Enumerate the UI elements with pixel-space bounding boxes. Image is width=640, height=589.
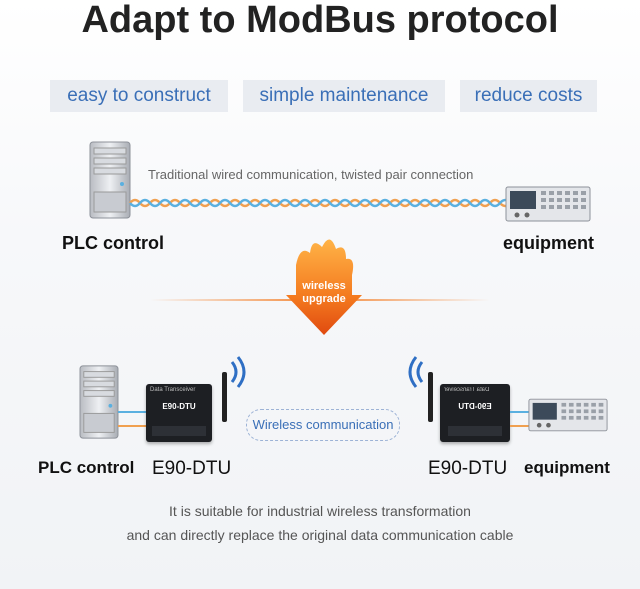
bottom-left-dtu-label: E90-DTU: [152, 458, 232, 479]
right-dtu-device: Data Transceiver E90-DTU: [440, 384, 510, 442]
bottom-plc-label: PLC control: [38, 458, 135, 477]
wired-caption: Traditional wired communication, twisted…: [148, 167, 474, 182]
wireless-communication-box: Wireless communication: [246, 409, 400, 441]
left-antenna: [222, 372, 227, 422]
plc-server-icon: [89, 141, 131, 219]
feature-simple-maintenance: simple maintenance: [243, 80, 445, 112]
equipment-icon: [505, 186, 591, 222]
feature-reduce-costs: reduce costs: [460, 80, 597, 112]
right-serial-cables: [510, 411, 532, 427]
right-dtu-model: E90-DTU: [458, 402, 492, 411]
left-dtu-header: Data Transceiver: [150, 387, 196, 393]
left-dtu-device: Data Transceiver E90-DTU: [146, 384, 212, 442]
left-dtu-model: E90-DTU: [162, 402, 196, 411]
bottom-right-dtu-label: E90-DTU: [428, 458, 508, 479]
left-serial-cables: [118, 411, 150, 427]
twisted-pair-cable: [129, 198, 513, 208]
wireless-upgrade-arrow: [150, 239, 490, 335]
top-equipment-label: equipment: [503, 233, 595, 253]
footer-line1: It is suitable for industrial wireless t…: [169, 503, 471, 519]
top-plc-label: PLC control: [62, 233, 164, 253]
right-wifi-signal-icon: [408, 356, 424, 388]
bottom-equipment-label: equipment: [524, 458, 610, 477]
footer-line2: and can directly replace the original da…: [126, 527, 514, 543]
upgrade-label: wireless upgrade: [286, 280, 362, 306]
bottom-plc-server-icon: [79, 365, 119, 439]
right-dtu-header: Data Transceiver: [444, 387, 490, 393]
right-antenna: [428, 372, 433, 422]
upgrade-line2: upgrade: [302, 293, 346, 305]
page-title: Adapt to ModBus protocol: [81, 0, 559, 41]
left-wifi-signal-icon: [230, 356, 246, 388]
upgrade-line1: wireless: [302, 280, 346, 292]
feature-easy-to-construct: easy to construct: [50, 80, 228, 112]
bottom-equipment-icon: [528, 398, 608, 432]
